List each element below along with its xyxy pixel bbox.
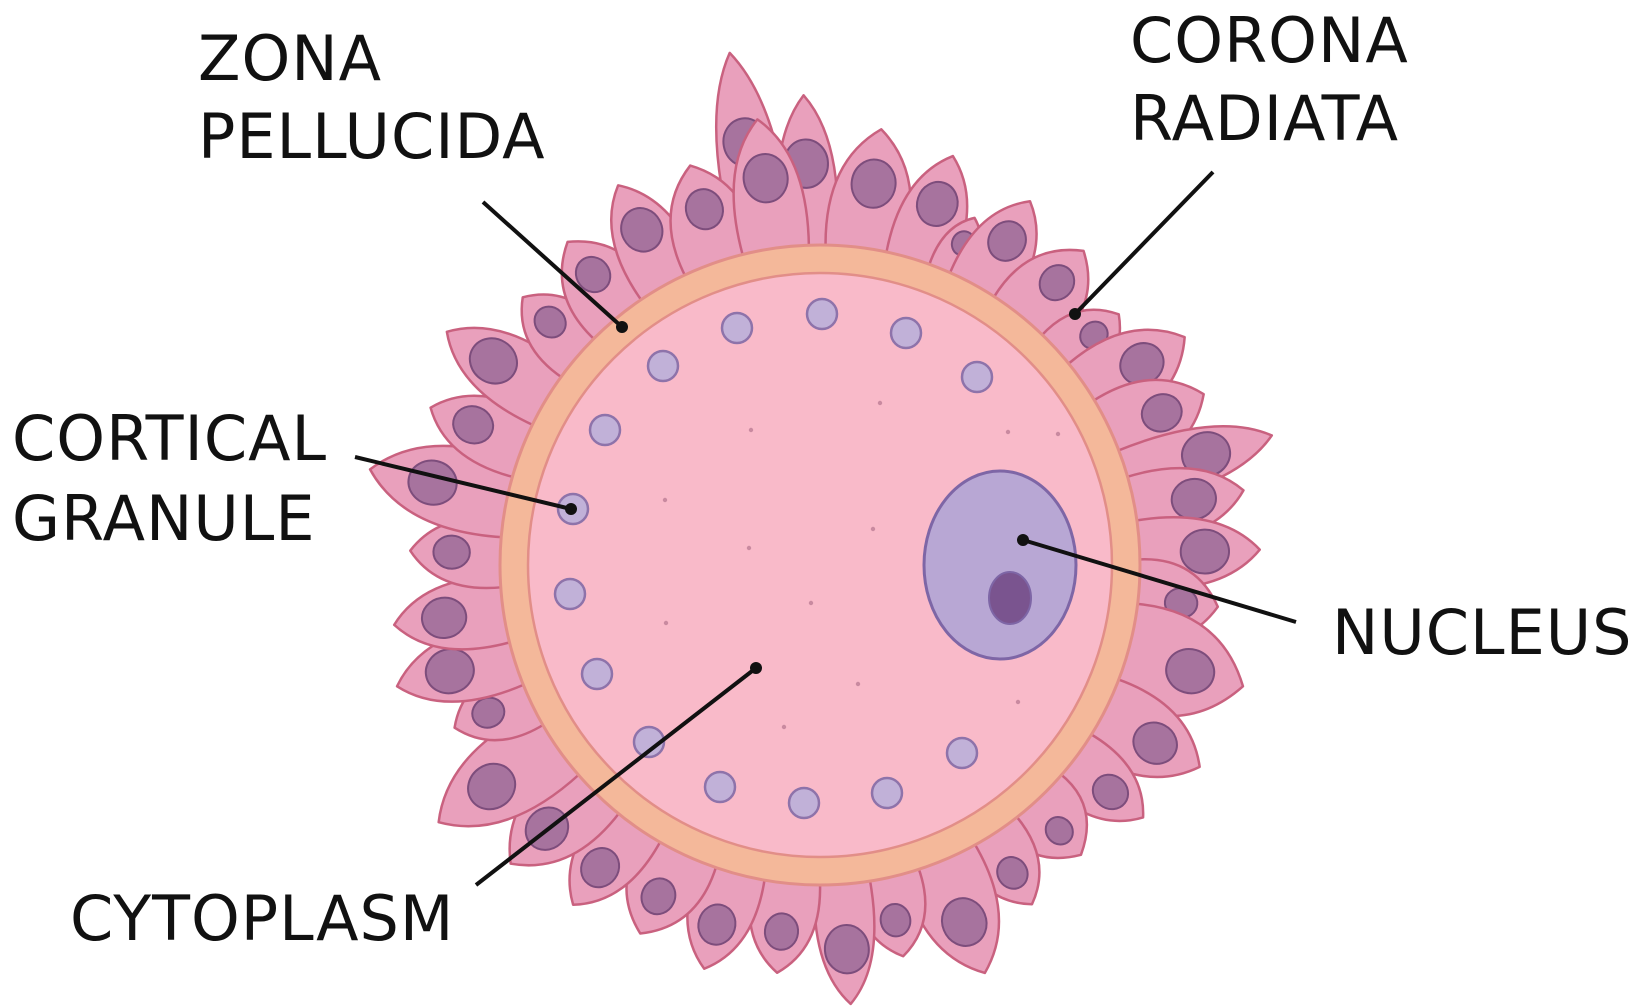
speckle — [782, 725, 786, 729]
speckle — [1056, 432, 1060, 436]
cortical-granule — [789, 788, 819, 818]
cortical-granule — [590, 415, 620, 445]
cytoplasm-label: CYTOPLASM — [70, 882, 454, 955]
nucleus — [924, 471, 1076, 659]
leader-endpoint-dot — [750, 662, 762, 674]
corona-cell-nucleus — [433, 535, 471, 569]
zona-pellucida-label: ZONA PELLUCIDA — [198, 22, 546, 173]
cortical-granule — [872, 778, 902, 808]
cortical-granule — [807, 299, 837, 329]
cortical-granule — [891, 318, 921, 348]
speckle — [1006, 430, 1010, 434]
cortical-granule — [705, 772, 735, 802]
cortical-granule — [648, 351, 678, 381]
leader-endpoint-dot — [565, 503, 577, 515]
cortical-granule — [582, 659, 612, 689]
speckle — [871, 527, 875, 531]
speckle — [878, 401, 882, 405]
cortical-granule-label: CORTICAL GRANULE — [12, 402, 348, 555]
speckle — [747, 546, 751, 550]
cortical-granule — [962, 362, 992, 392]
speckle — [664, 621, 668, 625]
cortical-granule — [947, 738, 977, 768]
nucleolus — [989, 572, 1031, 624]
speckle — [749, 428, 753, 432]
speckle — [856, 682, 860, 686]
leader-endpoint-dot — [1069, 308, 1081, 320]
leader-endpoint-dot — [1017, 534, 1029, 546]
cortical-granule — [722, 313, 752, 343]
cortical-granule — [555, 579, 585, 609]
corona-radiata-label: CORONA RADIATA — [1130, 4, 1429, 155]
speckle — [809, 601, 813, 605]
leader-endpoint-dot — [616, 321, 628, 333]
speckle — [663, 498, 667, 502]
nucleus-label: NUCLEUS — [1332, 596, 1630, 669]
corona-radiata-leader — [1075, 172, 1213, 314]
speckle — [1016, 700, 1020, 704]
corona-cell-nucleus — [1180, 529, 1230, 575]
